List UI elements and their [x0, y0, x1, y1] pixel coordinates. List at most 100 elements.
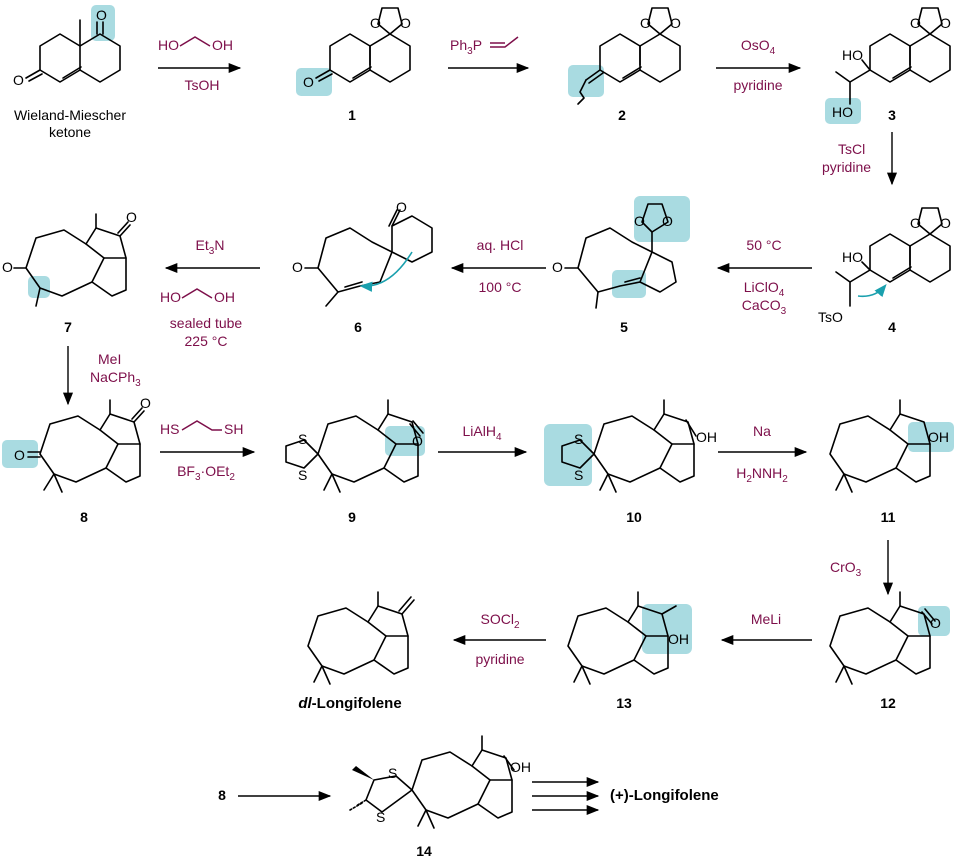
svg-text:HO: HO: [158, 37, 179, 53]
compound-9-structure: S S O: [285, 399, 425, 493]
svg-text:HO: HO: [160, 289, 181, 305]
svg-text:OH: OH: [696, 429, 717, 445]
svg-text:O: O: [552, 259, 563, 275]
svg-text:O: O: [662, 213, 673, 229]
oxygen-atom: O: [96, 7, 107, 23]
reagent-ylide: Ph3P: [450, 36, 519, 57]
compound-label-4: 4: [888, 319, 896, 335]
svg-text:HO: HO: [832, 104, 853, 120]
compound-14-structure: S S OH: [349, 735, 531, 829]
svg-text:O: O: [910, 15, 921, 31]
dl-longifolene-structure: [307, 591, 415, 685]
reagent-ethylene-glycol-2: HO OH: [160, 288, 235, 305]
svg-text:OH: OH: [212, 37, 233, 53]
final-product-dl-longifolene: dl-Longifolene: [298, 695, 401, 712]
svg-text:S: S: [298, 467, 307, 483]
compound-label-3: 3: [888, 107, 896, 123]
start-name-line2: ketone: [49, 124, 91, 140]
svg-text:HS: HS: [160, 421, 179, 437]
reagent-100c: 100 °C: [479, 279, 522, 295]
compound-6-structure: O O: [292, 199, 433, 307]
compound-10-structure: S S OH: [544, 399, 717, 493]
svg-text:O: O: [910, 215, 921, 231]
compound-12-structure: O: [829, 591, 950, 685]
svg-text:O: O: [140, 395, 151, 411]
svg-text:OH: OH: [668, 631, 689, 647]
reagent-pyridine-1: pyridine: [733, 77, 782, 93]
compound-label-11: 11: [881, 509, 896, 525]
svg-text:OH: OH: [214, 289, 235, 305]
reagent-bf3-oet2: BF3·OEt2: [177, 463, 235, 483]
compound-2-structure: O O: [568, 7, 681, 105]
oxygen-atom: O: [13, 72, 24, 88]
reagent-na: Na: [753, 423, 771, 439]
reagent-225c: 225 °C: [185, 333, 228, 349]
svg-text:O: O: [126, 209, 137, 225]
compound-7-structure: O O: [2, 209, 137, 307]
reagent-lialh4: LiAlH4: [462, 423, 501, 443]
compound-5-structure: O O O: [552, 196, 690, 309]
reagent-tsoh: TsOH: [185, 77, 220, 93]
svg-text:OH: OH: [510, 759, 531, 775]
svg-text:S: S: [298, 431, 307, 447]
compound-label-6: 6: [354, 319, 362, 335]
reagent-pyridine-2: pyridine: [822, 159, 871, 175]
compound-label-10: 10: [626, 509, 642, 525]
start-label-8: 8: [218, 787, 226, 803]
reagent-et3n: Et3N: [196, 237, 225, 257]
compound-13-structure: OH: [567, 591, 692, 685]
reagent-ethanedithiol: HS SH: [160, 420, 243, 437]
compound-3-structure: HO HO O O: [825, 7, 951, 124]
reagent-sealed-tube: sealed tube: [170, 315, 243, 331]
svg-text:S: S: [574, 467, 583, 483]
compound-label-5: 5: [620, 319, 628, 335]
compound-label-14: 14: [416, 843, 432, 859]
svg-text:O: O: [2, 259, 13, 275]
svg-text:O: O: [940, 15, 951, 31]
svg-text:Ph3P: Ph3P: [450, 37, 482, 57]
start-name-line1: Wieland-Miescher: [14, 107, 126, 123]
svg-text:OH: OH: [928, 429, 949, 445]
svg-text:O: O: [370, 15, 381, 31]
svg-text:SH: SH: [224, 421, 243, 437]
svg-text:O: O: [412, 433, 423, 449]
svg-text:S: S: [376, 809, 385, 825]
final-product-plus-longifolene: (+)-Longifolene: [610, 787, 719, 804]
svg-text:O: O: [292, 259, 303, 275]
svg-text:O: O: [303, 74, 314, 90]
svg-text:S: S: [574, 431, 583, 447]
reagent-50c: 50 °C: [746, 237, 781, 253]
svg-text:S: S: [388, 765, 397, 781]
compound-label-2: 2: [618, 107, 626, 123]
compound-label-9: 9: [348, 509, 356, 525]
reagent-meli: MeLi: [751, 611, 781, 627]
reagent-caco3: CaCO3: [742, 297, 787, 317]
reagent-pyridine-3: pyridine: [475, 651, 524, 667]
svg-text:O: O: [930, 615, 941, 631]
reagent-hydrazine: H2NNH2: [736, 465, 788, 485]
compound-label-13: 13: [616, 695, 632, 711]
compound-11-structure: OH: [829, 399, 954, 493]
reagent-oso4: OsO4: [741, 37, 776, 57]
reagent-nacph3: NaCPh3: [90, 369, 141, 389]
compound-label-8: 8: [80, 509, 88, 525]
svg-text:O: O: [14, 447, 25, 463]
svg-text:TsO: TsO: [818, 309, 843, 325]
svg-text:HO: HO: [842, 47, 863, 63]
reagent-aq-hcl: aq. HCl: [477, 237, 524, 253]
svg-text:O: O: [396, 199, 407, 215]
reagent-socl2: SOCl2: [480, 611, 519, 631]
svg-text:HO: HO: [842, 249, 863, 265]
reagent-liclo4: LiClO4: [744, 279, 785, 299]
compound-label-7: 7: [64, 319, 72, 335]
compound-4-structure: HO TsO O O: [818, 207, 951, 325]
compound-1-structure: O O O: [296, 7, 411, 96]
svg-text:O: O: [634, 213, 645, 229]
reagent-ethylene-glycol-1: HO OH: [158, 36, 233, 53]
reagent-mei: MeI: [98, 351, 121, 367]
wieland-miescher-ketone-structure: O O: [13, 5, 121, 88]
svg-text:O: O: [640, 15, 651, 31]
compound-label-12: 12: [880, 695, 896, 711]
